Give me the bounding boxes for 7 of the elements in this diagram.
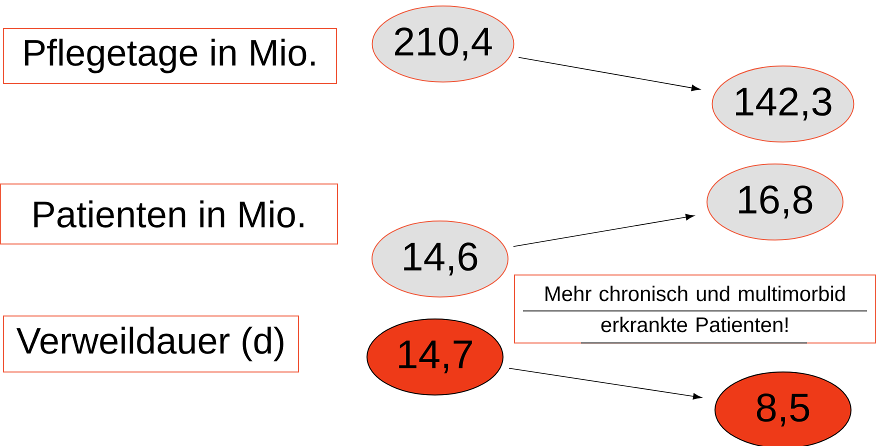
arrow (508, 368, 702, 400)
arrow (513, 214, 694, 247)
label-box: Pflegetage in Mio. (3, 28, 337, 84)
label-box: Verweildauer (d) (3, 315, 299, 372)
label-box: Patienten in Mio. (0, 183, 338, 244)
arrow (518, 56, 700, 92)
note-box: Mehr chronisch und multimorbid erkrankte Patienten! (514, 274, 876, 344)
